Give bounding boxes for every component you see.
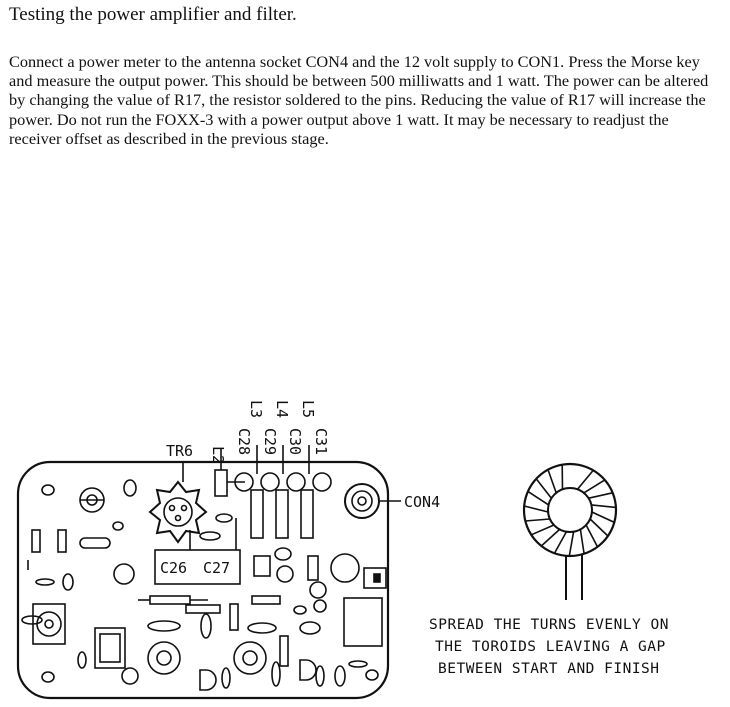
winding-turn	[583, 479, 606, 494]
winding-turn	[527, 490, 550, 506]
toroid-illustration-inner	[547, 487, 593, 533]
label-c28: C28	[235, 428, 253, 455]
label-c30: C30	[286, 428, 304, 455]
winding-turn	[568, 531, 575, 557]
pcb-outline	[16, 460, 390, 700]
instructions-paragraph: Connect a power meter to the antenna soc…	[9, 52, 709, 148]
label-l3: L3	[247, 400, 265, 418]
note-line-2: THE TOROIDS LEAVING A GAP	[435, 639, 666, 655]
winding-turn	[589, 518, 609, 537]
winding-turn	[576, 469, 594, 490]
toroid-l4	[260, 472, 280, 492]
toroid-l5	[286, 472, 306, 492]
winding-turn	[579, 529, 585, 554]
winding-turn	[530, 524, 555, 536]
label-c29: C29	[261, 428, 279, 455]
mounting-hole	[41, 484, 55, 496]
winding-turn	[524, 505, 549, 513]
toroid-l3	[234, 472, 254, 492]
winding-turn	[540, 528, 561, 547]
winding-turn	[591, 504, 616, 509]
trimmer-component	[147, 641, 181, 675]
label-c26: C26	[160, 559, 187, 577]
toroid-windings	[524, 464, 616, 557]
winding-turn	[535, 478, 553, 499]
label-l5: L5	[299, 400, 317, 418]
label-l4: L4	[273, 400, 291, 418]
label-tr6: TR6	[166, 442, 193, 460]
c29-capacitor	[275, 489, 289, 539]
winding-turn	[553, 531, 568, 554]
c26-c27-box	[154, 549, 241, 585]
winding-turn	[591, 511, 615, 524]
winding-turn	[525, 518, 550, 522]
winding-turn	[547, 469, 557, 494]
label-l2: L2	[209, 446, 227, 464]
con4-connector	[344, 483, 380, 519]
winding-turn	[585, 524, 599, 548]
mounting-hole	[365, 669, 379, 681]
tr6-transistor	[148, 480, 208, 544]
trimmer-pot	[32, 603, 66, 645]
note-line-3: BETWEEN START AND FINISH	[438, 661, 660, 677]
toroid-l5b	[312, 472, 332, 492]
winding-turn	[588, 492, 613, 499]
l2-inductor	[214, 469, 228, 497]
label-con4: CON4	[404, 493, 440, 511]
trimmer-component	[233, 641, 267, 675]
capacitor-component	[123, 479, 137, 497]
c28-capacitor	[250, 489, 264, 539]
c30-capacitor	[300, 489, 314, 539]
note-line-1: SPREAD THE TURNS EVENLY ON	[429, 617, 669, 633]
page-heading: Testing the power amplifier and filter.	[9, 4, 297, 25]
label-c31: C31	[312, 428, 330, 455]
mounting-hole	[41, 671, 55, 683]
ic-component	[94, 627, 126, 669]
label-c27: C27	[203, 559, 230, 577]
